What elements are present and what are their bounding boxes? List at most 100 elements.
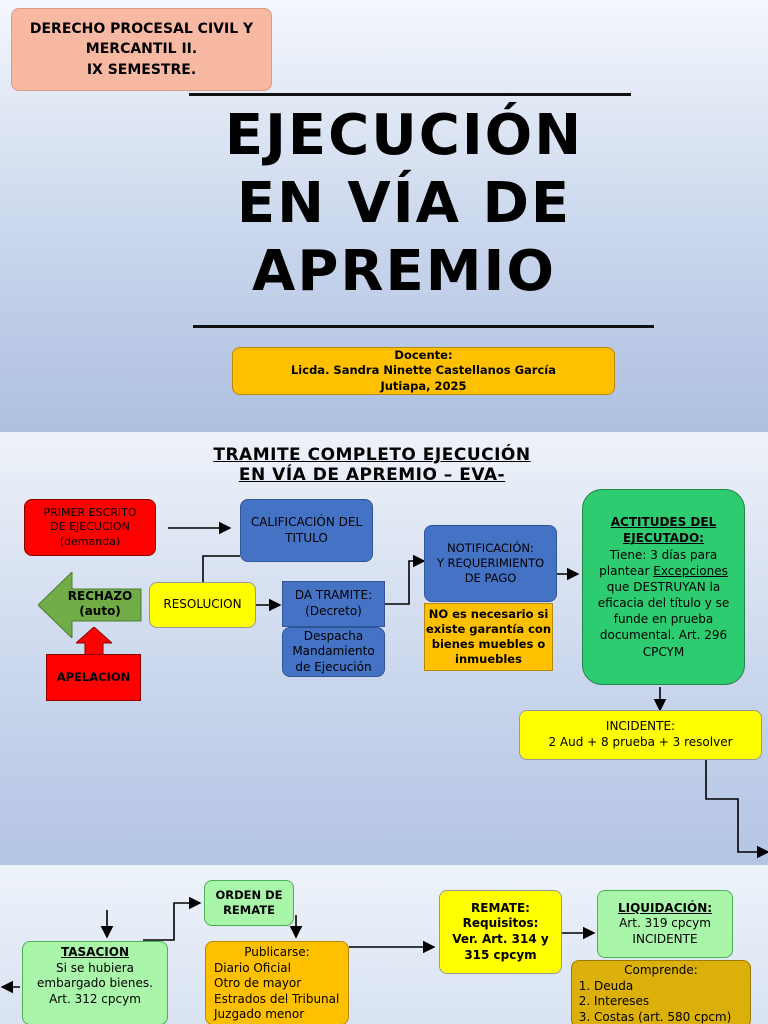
calificacion-line-2: TITULO xyxy=(285,530,328,545)
main-title-line-1: EJECUCIÓN xyxy=(224,103,584,168)
course-line-1: DERECHO PROCESAL CIVIL Y xyxy=(29,21,254,38)
notificacion-box: NOTIFICACIÓN: Y REQUERIMIENTO DE PAGO xyxy=(424,525,557,602)
remate-line-3: Ver. Art. 314 y xyxy=(452,932,549,946)
actitudes-line-2: plantear Excepciones xyxy=(599,563,728,579)
rechazo-line-1: RECHAZO xyxy=(67,589,133,603)
no-necesario-line-4: inmuebles xyxy=(455,651,522,666)
notificacion-line-2: Y REQUERIMIENTO xyxy=(436,556,545,571)
remate-line-4: 315 cpcym xyxy=(464,947,537,962)
despacha-box: Despacha Mandamiento de Ejecución xyxy=(282,627,385,677)
cover-slide: DERECHO PROCESAL CIVIL Y MERCANTIL II. I… xyxy=(0,0,768,432)
primer-escrito-line-2: DE EJECUCION xyxy=(50,520,130,534)
flow-title-line-1: TRAMITE COMPLETO EJECUCIÓN xyxy=(213,445,531,465)
orden-line-1: ORDEN DE xyxy=(215,888,283,903)
teacher-place-date: Jutiapa, 2025 xyxy=(380,378,467,393)
tasacion-line-3: Art. 312 cpcym xyxy=(49,991,141,1006)
actitudes-line-3: que DESTRUYAN la xyxy=(606,579,721,594)
incidente-line-1: INCIDENTE: xyxy=(605,719,676,734)
actitudes-line-6: documental. Art. 296 xyxy=(599,628,728,643)
da-tramite-line-1: DA TRAMITE: xyxy=(294,588,373,603)
primer-escrito-line-1: PRIMER ESCRITO xyxy=(43,506,137,520)
comprende-heading: Comprende: xyxy=(624,963,698,977)
no-necesario-line-2: existe garantía con xyxy=(425,622,552,637)
connector-calificacion-resolucion xyxy=(202,555,240,582)
publicarse-line-2: Otro de mayor xyxy=(214,976,302,991)
main-title-line-2: EN VÍA DE xyxy=(236,171,572,236)
no-necesario-box: NO es necesario si existe garantía con b… xyxy=(424,603,553,671)
remate-box: REMATE: Requisitos: Ver. Art. 314 y 315 … xyxy=(439,890,562,974)
main-title-line-3: APREMIO xyxy=(252,239,556,304)
flow-title-line-2: EN VÍA DE APREMIO – EVA- xyxy=(238,465,506,485)
liquidation-slide: TASACION Si se hubiera embargado bienes.… xyxy=(0,865,768,1024)
rechazo-arrow-shape xyxy=(38,572,142,638)
resolucion-box: RESOLUCION xyxy=(149,582,256,628)
publicarse-line-1: Diario Oficial xyxy=(214,960,291,975)
actitudes-heading-1: ACTITUDES DEL xyxy=(610,515,717,530)
tasacion-heading: TASACION xyxy=(61,945,129,959)
orden-line-2: REMATE xyxy=(223,903,275,917)
arrow-incidente-continue xyxy=(705,760,768,859)
publicarse-line-3: Estrados del Tribunal xyxy=(214,991,340,1006)
incidente-line-2: 2 Aud + 8 prueba + 3 resolver xyxy=(548,735,733,749)
actitudes-heading-2: EJECUTADO: xyxy=(623,531,704,546)
comprende-list: Deuda Intereses Costas (art. 580 cpcm) xyxy=(572,979,750,1024)
incidente-box: INCIDENTE: 2 Aud + 8 prueba + 3 resolver xyxy=(519,710,762,760)
flow-title: TRAMITE COMPLETO EJECUCIÓN EN VÍA DE APR… xyxy=(150,445,594,485)
title-rule-bottom xyxy=(193,325,654,328)
actitudes-line-7: CPCYM xyxy=(642,644,685,659)
course-box: DERECHO PROCESAL CIVIL Y MERCANTIL II. I… xyxy=(11,8,272,91)
arrow-tasacion-orden xyxy=(143,896,202,941)
publicarse-heading: Publicarse: xyxy=(244,945,310,959)
no-necesario-line-1: NO es necesario si xyxy=(428,607,549,622)
apelacion-label: APELACION xyxy=(56,670,131,685)
teacher-name: Licda. Sandra Ninette Castellanos García xyxy=(290,363,556,378)
arrow-tramite-notificacion xyxy=(385,554,426,605)
actitudes-plantear: plantear xyxy=(599,563,654,578)
bottom-connectors xyxy=(0,896,596,994)
actitudes-box: ACTITUDES DEL EJECUTADO: Tiene: 3 días p… xyxy=(582,489,745,685)
despacha-line-1: Despacha xyxy=(303,628,364,643)
course-line-3: IX SEMESTRE. xyxy=(86,61,197,78)
main-title: EJECUCIÓN EN VÍA DE APREMIO xyxy=(150,102,658,306)
tasacion-line-1: Si se hubiera xyxy=(55,960,135,975)
actitudes-line-4: eficacia del título y se xyxy=(597,596,730,611)
publicarse-line-4: Juzgado menor xyxy=(214,1007,305,1022)
liquidacion-line-2: INCIDENTE xyxy=(632,931,698,946)
despacha-line-3: de Ejecución xyxy=(295,659,372,674)
tasacion-box: TASACION Si se hubiera embargado bienes.… xyxy=(22,941,168,1024)
apelacion-box: APELACION xyxy=(46,654,141,701)
remate-line-1: REMATE: xyxy=(471,900,530,915)
comprende-box: Comprende: Deuda Intereses Costas (art. … xyxy=(571,960,751,1024)
da-tramite-box: DA TRAMITE: (Decreto) xyxy=(282,581,385,627)
course-line-2: MERCANTIL II. xyxy=(85,41,198,58)
actitudes-line-1: Tiene: 3 días para xyxy=(609,547,718,562)
notificacion-line-3: DE PAGO xyxy=(464,570,517,585)
despacha-line-2: Mandamiento xyxy=(292,644,375,659)
publicarse-box: Publicarse: Diario Oficial Otro de mayor… xyxy=(205,941,349,1024)
no-necesario-line-3: bienes muebles o xyxy=(431,637,546,651)
comprende-item-1: Deuda xyxy=(594,979,750,995)
rechazo-label: RECHAZO (auto) xyxy=(60,589,140,619)
primer-escrito-line-3: (demanda) xyxy=(59,534,121,548)
actitudes-excepciones: Excepciones xyxy=(653,563,728,578)
tasacion-line-2: embargado bienes. xyxy=(37,976,153,991)
comprende-item-2: Intereses xyxy=(594,994,750,1010)
calificacion-line-1: CALIFICACIÓN DEL xyxy=(250,514,363,529)
liquidacion-line-1: Art. 319 cpcym xyxy=(619,916,711,931)
da-tramite-line-2: (Decreto) xyxy=(305,604,362,618)
liquidacion-heading: LIQUIDACIÓN: xyxy=(617,900,713,915)
orden-remate-box: ORDEN DE REMATE xyxy=(204,880,294,926)
liquidacion-box: LIQUIDACIÓN: Art. 319 cpcym INCIDENTE xyxy=(597,890,733,958)
calificacion-box: CALIFICACIÓN DEL TITULO xyxy=(240,499,373,562)
resolucion-label: RESOLUCION xyxy=(163,597,242,612)
flowchart-slide: TRAMITE COMPLETO EJECUCIÓN EN VÍA DE APR… xyxy=(0,432,768,865)
rechazo-line-2: (auto) xyxy=(79,604,121,618)
comprende-item-3: Costas (art. 580 cpcm) xyxy=(594,1010,750,1024)
actitudes-line-5: funde en prueba xyxy=(613,612,714,627)
primer-escrito-box: PRIMER ESCRITO DE EJECUCION (demanda) xyxy=(24,499,156,556)
remate-line-2: Requisitos: xyxy=(462,916,539,931)
title-rule-top xyxy=(189,93,631,96)
notificacion-line-1: NOTIFICACIÓN: xyxy=(447,541,534,556)
teacher-box: Docente: Licda. Sandra Ninette Castellan… xyxy=(232,347,615,395)
apelacion-up-arrow-shape xyxy=(76,627,112,655)
